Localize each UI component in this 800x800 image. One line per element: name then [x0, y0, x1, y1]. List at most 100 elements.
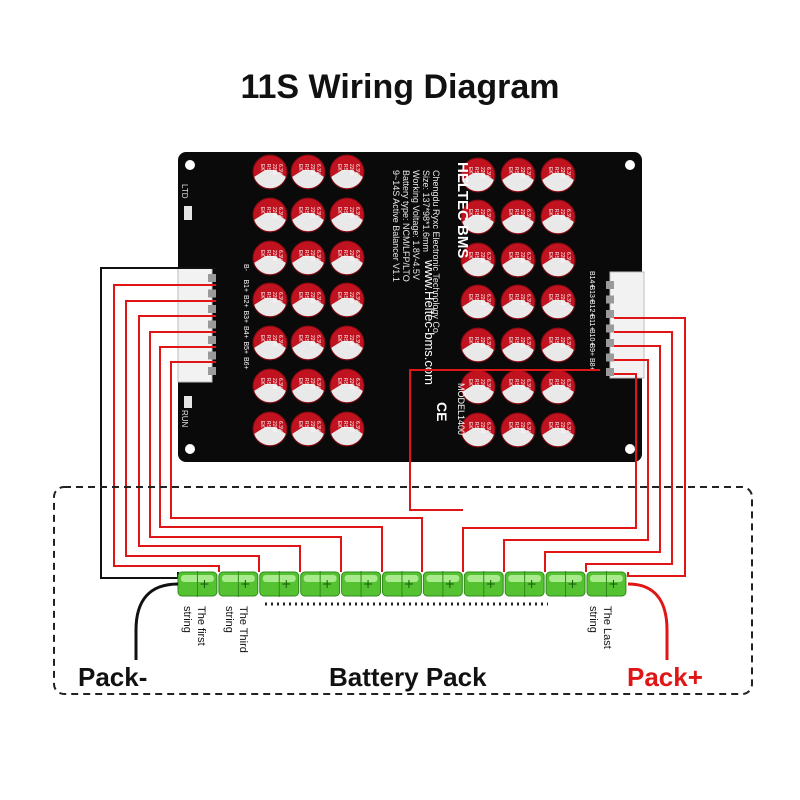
capacitor-marking: 2200: [559, 422, 565, 433]
capacitor-marking: 2200: [309, 164, 315, 175]
capacitor-marking: EK: [336, 378, 342, 385]
third-string-label-line2: The Third: [237, 606, 249, 653]
last-string-label-line2: The Last: [601, 606, 613, 649]
capacitor-marking: RS: [265, 250, 271, 258]
capacitor-marking: 6.3V: [485, 209, 491, 220]
capacitor-marking: 6.3V: [565, 167, 571, 178]
capacitor-marking: 6.3V: [354, 292, 360, 303]
capacitor-marking: 6.3V: [354, 421, 360, 432]
capacitor-marking: 2200: [271, 292, 277, 303]
pin-label: B2+: [242, 295, 249, 308]
capacitor-marking: EK: [547, 294, 553, 301]
capacitor-marking: 2200: [519, 167, 525, 178]
capacitor-marking: 6.3V: [565, 294, 571, 305]
capacitor-marking: EK: [507, 167, 513, 174]
pin-label: B14+: [588, 271, 595, 288]
capacitor-marking: 2200: [559, 252, 565, 263]
capacitor-marking: 6.3V: [525, 209, 531, 220]
left-connector-pins: B-B1+B2+B3+B4+B5+B6+: [208, 264, 249, 375]
capacitor-marking: 6.3V: [277, 378, 283, 389]
capacitor-marking: EK: [259, 335, 265, 342]
capacitor-marking: RS: [265, 378, 271, 386]
capacitor-marking: EK: [297, 378, 303, 385]
first-string-label-line2: The first: [195, 606, 207, 646]
capacitor-marking: EK: [297, 250, 303, 257]
capacitor-marking: RS: [473, 379, 479, 387]
capacitor-marking: 2200: [309, 421, 315, 432]
led-run: [184, 396, 192, 408]
board-brand: HELTEC BMS: [454, 162, 471, 258]
capacitor-marking: 2200: [559, 337, 565, 348]
capacitor-marking: EK: [259, 378, 265, 385]
mount-hole: [185, 160, 195, 170]
spec-line: Size: 137*98*1.6mm: [421, 170, 431, 252]
capacitor-marking: 6.3V: [485, 167, 491, 178]
capacitor-marking: 6.3V: [315, 250, 321, 261]
capacitor-marking: 2200: [559, 167, 565, 178]
capacitor-marking: 2200: [348, 335, 354, 346]
capacitor-marking: 6.3V: [277, 335, 283, 346]
capacitor-marking: RS: [303, 378, 309, 386]
battery-cell: [341, 571, 382, 597]
capacitor-marking: 2200: [271, 207, 277, 218]
battery-cells: [177, 571, 627, 597]
capacitor-marking: 2200: [348, 164, 354, 175]
capacitor-marking: 6.3V: [485, 379, 491, 390]
capacitor-marking: RS: [303, 335, 309, 343]
connector-pin: [606, 281, 614, 289]
capacitor-marking: EK: [259, 250, 265, 257]
spec-line: 9~14S Active Balancer V1.1: [391, 170, 401, 282]
capacitor-marking: 6.3V: [277, 164, 283, 175]
connector-pin: [208, 336, 216, 344]
battery-pack-boundary: [53, 486, 753, 695]
battery-cell: [545, 571, 586, 597]
capacitor-marking: 6.3V: [525, 294, 531, 305]
connector-pin: [606, 339, 614, 347]
capacitor-marking: RS: [553, 379, 559, 387]
capacitor-marking: 6.3V: [277, 421, 283, 432]
capacitor-marking: 6.3V: [525, 422, 531, 433]
balance-wire: [138, 315, 301, 572]
led-ltd: [184, 206, 192, 220]
capacitor-marking: 6.3V: [565, 422, 571, 433]
connector-pin: [606, 324, 614, 333]
battery-cell: [218, 571, 259, 597]
capacitor-marking: 6.3V: [485, 422, 491, 433]
capacitor-marking: RS: [265, 292, 271, 300]
capacitor-marking: EK: [547, 422, 553, 429]
capacitor-marking: 2200: [348, 207, 354, 218]
capacitor-marking: RS: [513, 294, 519, 302]
capacitor-marking: 2200: [479, 422, 485, 433]
capacitor-marking: RS: [513, 422, 519, 430]
capacitor-marking: 2200: [519, 209, 525, 220]
battery-cell: [463, 571, 504, 597]
ce-text: CE: [434, 402, 450, 421]
capacitor-marking: 2200: [271, 421, 277, 432]
balance-wire: [544, 345, 661, 572]
capacitor-marking: 2200: [271, 250, 277, 261]
capacitor-marking: 2200: [519, 379, 525, 390]
connector-pin: [606, 310, 614, 318]
capacitor-marking: EK: [336, 207, 342, 214]
capacitor-marking: EK: [467, 167, 473, 174]
capacitor-marking: RS: [553, 167, 559, 175]
capacitor-marking: EK: [259, 421, 265, 428]
capacitor-marking: 6.3V: [315, 421, 321, 432]
capacitor-marking: RS: [513, 379, 519, 387]
capacitor-marking: EK: [336, 164, 342, 171]
capacitor-marking: RS: [342, 421, 348, 429]
capacitor-marking: RS: [473, 167, 479, 175]
capacitor-marking: 6.3V: [354, 250, 360, 261]
